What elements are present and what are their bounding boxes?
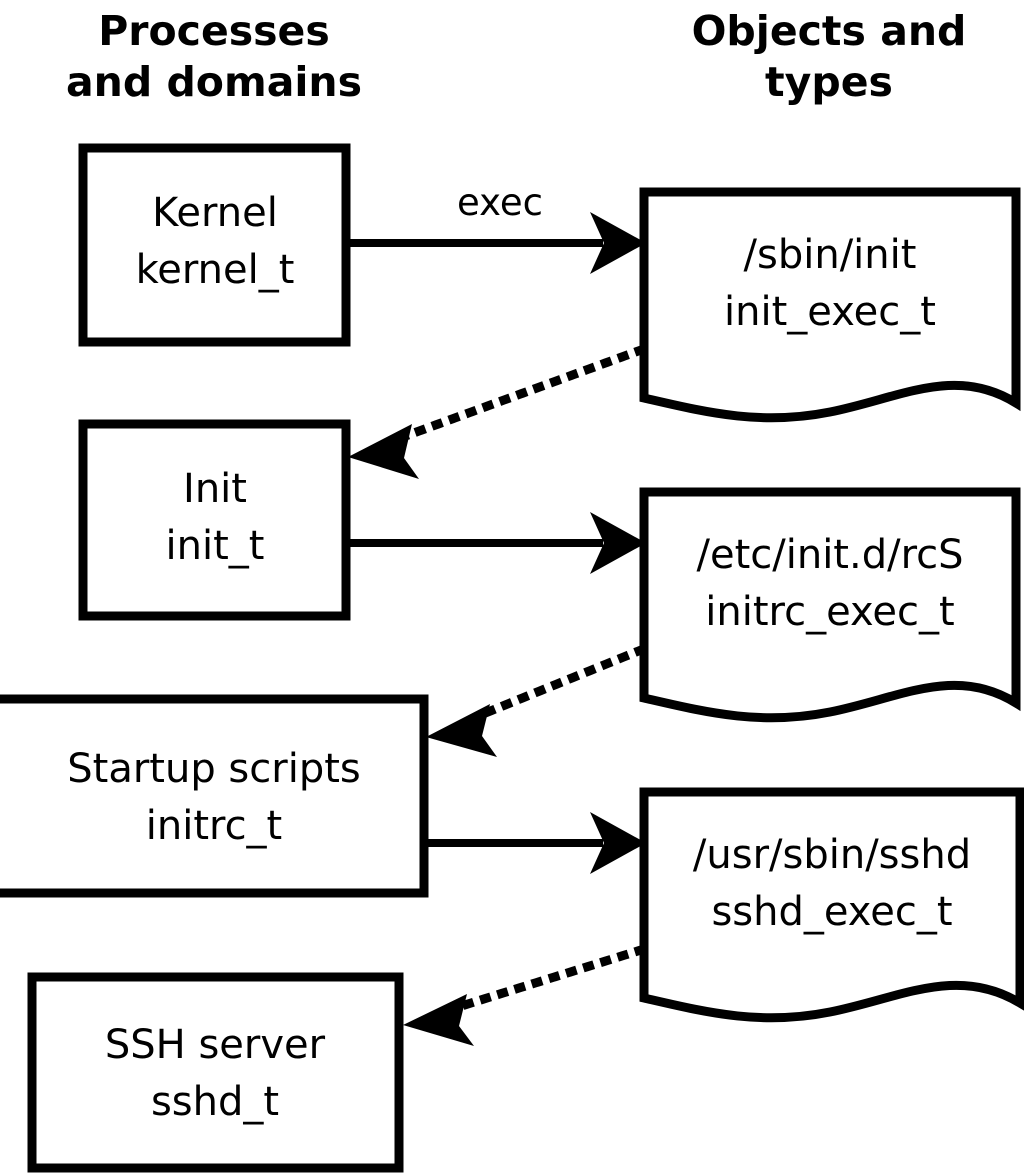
column-heading-processes-line1: Processes xyxy=(98,7,330,55)
node-etc-initd-rcs-line1: /etc/init.d/rcS xyxy=(696,532,963,578)
edge-usr-sbin-sshd-transition-ssh-server[interactable] xyxy=(403,944,647,1046)
node-kernel-line2: kernel_t xyxy=(136,247,295,293)
column-heading-objects-line2: types xyxy=(765,58,893,106)
node-kernel-box[interactable] xyxy=(78,143,351,347)
edge-startup-scripts-exec-arrowhead xyxy=(590,812,646,874)
node-kernel-line1: Kernel xyxy=(152,190,278,236)
node-ssh-server-box[interactable] xyxy=(27,972,404,1173)
node-usr-sbin-sshd-line1: /usr/sbin/sshd xyxy=(693,832,971,878)
edge-init-exec-etc-initd-rcs[interactable] xyxy=(346,512,646,574)
node-init-line1: Init xyxy=(183,466,247,512)
edge-init-exec-arrowhead xyxy=(590,512,646,574)
node-usr-sbin-sshd-document-shape[interactable] xyxy=(639,787,1024,1023)
edge-sbin-init-transition-init[interactable] xyxy=(348,344,647,479)
node-sbin-init-line1: /sbin/init xyxy=(744,232,917,278)
edge-kernel-exec-arrowhead xyxy=(590,212,646,274)
node-startup-scripts-box[interactable] xyxy=(0,694,429,898)
node-kernel[interactable]: Kernel kernel_t xyxy=(78,143,351,347)
column-heading-processes-line2: and domains xyxy=(66,58,362,106)
node-startup-scripts-line1: Startup scripts xyxy=(67,746,360,792)
node-usr-sbin-sshd[interactable]: /usr/sbin/sshd sshd_exec_t xyxy=(639,787,1024,1023)
node-init[interactable]: Init init_t xyxy=(78,419,351,621)
edge-label-exec: exec xyxy=(457,181,543,224)
edge-sbin-init-transition-arrowhead xyxy=(348,424,419,479)
node-etc-initd-rcs[interactable]: /etc/init.d/rcS initrc_exec_t xyxy=(639,487,1021,723)
node-ssh-server-line1: SSH server xyxy=(105,1022,326,1068)
edge-etc-initd-rcs-transition-arrowhead xyxy=(426,704,497,757)
node-etc-initd-rcs-line2: initrc_exec_t xyxy=(705,589,954,635)
node-sbin-init-line2: init_exec_t xyxy=(724,289,936,335)
node-ssh-server-line2: sshd_t xyxy=(151,1079,279,1125)
column-heading-objects: Objects and types xyxy=(692,7,967,106)
edge-usr-sbin-sshd-transition-line xyxy=(449,944,647,1014)
node-sbin-init-document-shape[interactable] xyxy=(639,187,1021,423)
node-usr-sbin-sshd-line2: sshd_exec_t xyxy=(711,889,952,935)
edge-usr-sbin-sshd-transition-arrowhead xyxy=(403,994,474,1046)
edge-sbin-init-transition-line xyxy=(394,344,647,444)
node-init-box[interactable] xyxy=(78,419,351,621)
node-ssh-server[interactable]: SSH server sshd_t xyxy=(27,972,404,1173)
node-startup-scripts[interactable]: Startup scripts initrc_t xyxy=(0,694,429,898)
edge-etc-initd-rcs-transition-startup-scripts[interactable] xyxy=(426,644,647,757)
edge-kernel-exec-sbin-init[interactable]: exec xyxy=(346,181,646,274)
edge-startup-scripts-exec-usr-sbin-sshd[interactable] xyxy=(424,812,646,874)
column-heading-processes: Processes and domains xyxy=(66,7,362,106)
column-heading-objects-line1: Objects and xyxy=(692,7,967,55)
node-init-line2: init_t xyxy=(166,523,265,569)
edge-etc-initd-rcs-transition-line xyxy=(472,644,647,722)
node-startup-scripts-line2: initrc_t xyxy=(146,803,283,849)
node-sbin-init[interactable]: /sbin/init init_exec_t xyxy=(639,187,1021,423)
node-etc-initd-rcs-document-shape[interactable] xyxy=(639,487,1021,723)
